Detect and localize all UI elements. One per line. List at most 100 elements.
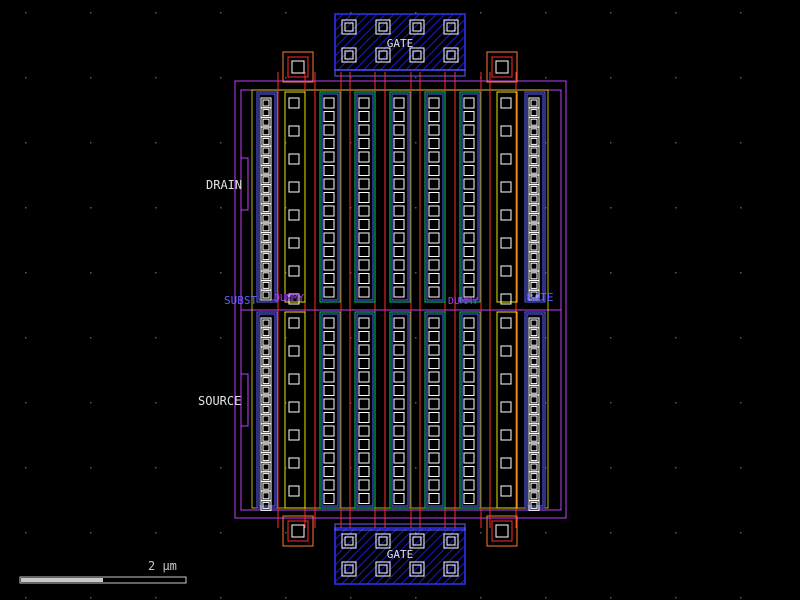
contact-square [428,259,440,271]
finger-bottom-outline [524,311,546,509]
contact-square [358,412,370,423]
substrate-label-left: SUBST [224,294,257,307]
contact-square-inner [262,386,270,394]
contact-square-inner [262,405,270,413]
contact-square-inner [530,415,538,423]
grid-dot [740,402,742,404]
grid-dot [415,12,417,14]
contact-square-inner [530,157,538,165]
contact-square [288,345,300,357]
contact-square [323,286,335,298]
contact-square [288,373,300,385]
contact-square [428,493,440,504]
contact-square [428,246,440,257]
dummy-label-right: DUMMY [448,296,478,307]
contact-square [428,412,440,423]
well-tap-bottom-left-poly [287,520,309,542]
grid-dot [350,207,352,209]
contact-square [463,398,475,410]
contact-square-inner [530,444,538,452]
grid-dot [415,142,417,144]
gate-pad-top-contact [443,19,459,35]
grid-dot [155,532,157,534]
contact-square [393,398,405,410]
contact-square [358,439,370,450]
contact-square [393,232,405,244]
contact-square-inner [530,463,538,471]
contact-square [463,331,475,342]
contact-square [428,425,440,437]
contact-square-inner [262,367,270,375]
grid-dot [675,597,677,599]
contact-square [428,205,440,217]
grid-dot [740,12,742,14]
contact-square [428,232,440,244]
drain-pin-bracket [241,157,249,211]
contact-square-inner [262,338,270,346]
contact-square [428,286,440,298]
contact-square [463,111,475,122]
contact-square [393,178,405,190]
grid-dot [545,337,547,339]
contact-square [358,138,370,149]
grid-dot [25,12,27,14]
contact-square-inner [530,377,538,385]
contact-square [463,165,475,176]
finger-top-outline [319,91,341,303]
finger-bottom-outline [389,311,411,509]
contact-square-inner [262,348,270,356]
contact-square-inner [530,253,538,261]
contact-square [323,138,335,149]
well-tap-top-left [282,51,314,83]
grid-dot [675,142,677,144]
contact-square [323,317,335,329]
contact-square [323,398,335,410]
grid-dot [25,272,27,274]
grid-dot [545,272,547,274]
finger-top-outline [284,91,306,303]
gate-pad-bottom-contact-inner [344,564,354,574]
grid-dot [25,467,27,469]
contact-square-inner [262,463,270,471]
gate-pad-bottom-contact [341,533,357,549]
contact-square [500,429,512,441]
contact-square [358,317,370,329]
finger-bottom-outline [256,311,278,509]
finger-top-outline [256,91,278,303]
grid-dot [610,337,612,339]
contact-square [358,259,370,271]
contact-square [428,439,440,450]
gate-pad-bottom-contact-inner [412,564,422,574]
contact-square [288,237,300,249]
metal1-strip-bottom [526,313,544,507]
contact-square-inner [262,453,270,461]
grid-dot [610,272,612,274]
gate-pad-bottom-contact-inner [378,536,388,546]
grid-dot [740,467,742,469]
metal1-strip-bottom [391,313,409,507]
gate-pad-bottom-contact-inner [446,564,456,574]
contact-square [358,97,370,109]
grid-dot [25,402,27,404]
grid-dot [155,597,157,599]
grid-dot [220,77,222,79]
source-region-outline [240,309,562,511]
contact-square [358,452,370,464]
grid-dot [220,272,222,274]
dummy-label-left: DUMMY [274,293,304,304]
contact-square [323,439,335,450]
metal1-strip-top [356,93,374,301]
contact-square-inner [530,185,538,193]
contact-square [393,259,405,271]
drain-region-outline [240,89,562,311]
grid-dot [90,597,92,599]
grid-dot [740,77,742,79]
contact-square [323,151,335,163]
grid-dot [220,532,222,534]
contact-square [323,178,335,190]
well-tap-bottom-right [486,515,518,547]
contact-square [500,97,512,109]
contact-square [358,385,370,396]
